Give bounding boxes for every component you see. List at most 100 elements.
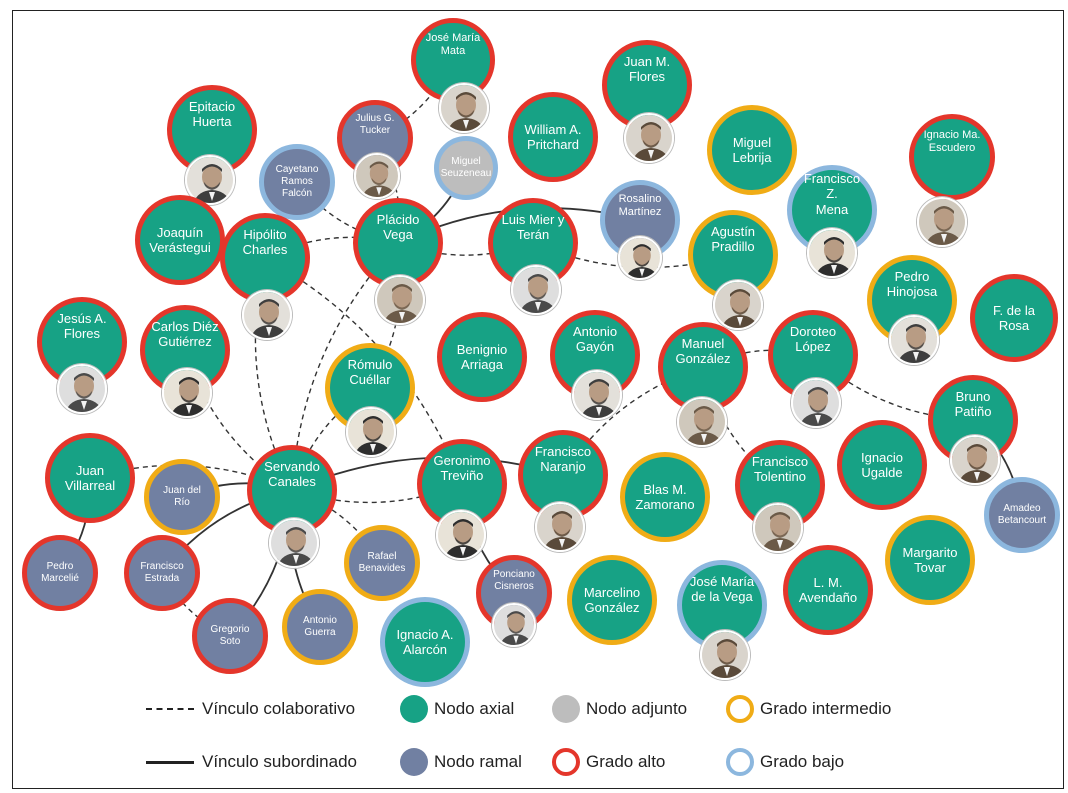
node-label: Francisco Naranjo <box>534 443 592 474</box>
node-label: Manuel González <box>675 335 731 366</box>
portrait-photo <box>242 290 292 340</box>
ring-icon <box>726 695 754 723</box>
legend-label: Vínculo colaborativo <box>202 699 356 718</box>
node-charles: Hipólito Charles <box>220 213 310 303</box>
portrait-photo <box>511 265 561 315</box>
legend-label: Grado bajo <box>760 752 845 771</box>
portrait-photo <box>269 518 319 568</box>
node-falcon: Cayetano Ramos Falcón <box>259 144 335 220</box>
node-label: José María de la Vega <box>689 573 755 604</box>
portrait-photo <box>439 83 489 133</box>
legend-label: Nodo ramal <box>434 752 522 771</box>
portrait-photo <box>572 370 622 420</box>
node-label: Juan M. Flores <box>623 53 671 84</box>
node-lebrija: Miguel Lebrija <box>707 105 797 195</box>
node-label: Cayetano Ramos Falcón <box>275 164 319 199</box>
circle-icon <box>400 695 428 723</box>
node-label: Ignacio Ugalde <box>861 449 903 480</box>
portrait-photo <box>354 153 400 199</box>
node-label: Jesús A. Flores <box>57 310 107 341</box>
node-label: L. M. Avendaño <box>798 574 858 605</box>
node-label: Plácido Vega <box>376 211 420 242</box>
dashed-line-icon <box>146 708 194 710</box>
node-label: Juan del Río <box>163 485 201 508</box>
node-escudero: Ignacio Ma. Escudero <box>909 114 995 200</box>
node-label: Joaquín Verástegui <box>149 224 211 255</box>
node-label: Rosalino Martínez <box>618 193 662 218</box>
node-tovar: Margarito Tovar <box>885 515 975 605</box>
node-label: Pedro Hinojosa <box>886 268 938 299</box>
edge-colaborativo <box>291 387 371 491</box>
portrait-photo <box>618 236 662 280</box>
node-label: Ignacio Ma. Escudero <box>923 129 981 154</box>
node-marcelie: Pedro Marcelié <box>22 535 98 611</box>
node-label: William A. Pritchard <box>524 121 582 152</box>
circle-icon <box>400 748 428 776</box>
node-verastegui: Joaquín Verástegui <box>135 195 225 285</box>
portrait-photo <box>700 630 750 680</box>
portrait-photo <box>889 315 939 365</box>
node-guerra: Antonio Guerra <box>282 589 358 665</box>
portrait-photo <box>950 435 1000 485</box>
portrait-photo <box>492 603 536 647</box>
legend-label: Grado alto <box>586 752 666 771</box>
node-betancourt: Amadeo Betancourt <box>984 477 1060 553</box>
node-villarreal: Juan Villarreal <box>45 433 135 523</box>
circle-icon <box>552 695 580 723</box>
node-label: Epitacio Huerta <box>188 98 236 129</box>
node-label: José María Mata <box>425 32 481 57</box>
portrait-photo <box>624 113 674 163</box>
node-avendano: L. M. Avendaño <box>783 545 873 635</box>
ring-icon <box>552 748 580 776</box>
node-label: Marcelino González <box>583 584 641 615</box>
portrait-photo <box>677 397 727 447</box>
node-arriaga: Benignio Arriaga <box>437 312 527 402</box>
node-naranjo: Francisco Naranjo <box>518 430 608 520</box>
legend-item-bajo: Grado bajo <box>726 748 844 776</box>
node-label: Carlos Diéz Gutiérrez <box>151 318 219 349</box>
node-label: Rómulo Cuéllar <box>347 356 393 387</box>
node-soto: Gregorio Soto <box>192 598 268 674</box>
node-label: Miguel Lebrija <box>732 134 772 165</box>
node-zamorano: Blas M. Zamorano <box>620 452 710 542</box>
portrait-photo <box>917 197 967 247</box>
node-jaflores: Jesús A. Flores <box>37 297 127 387</box>
legend-item-alto: Grado alto <box>552 748 665 776</box>
node-label: Benignio Arriaga <box>456 341 508 372</box>
node-label: Francisco Z. Mena <box>803 171 861 217</box>
portrait-photo <box>436 510 486 560</box>
portrait-photo <box>57 364 107 414</box>
node-seuzeneau: Miguel Seuzeneau <box>434 136 498 200</box>
node-label: Agustín Pradillo <box>710 223 756 254</box>
node-label: Margarito Tovar <box>902 544 958 575</box>
ring-icon <box>726 748 754 776</box>
node-label: Juan Villarreal <box>64 462 116 493</box>
legend-label: Nodo adjunto <box>586 699 688 718</box>
node-label: Antonio Gayón <box>572 323 618 354</box>
legend-item-subordinado: Vínculo subordinado <box>146 748 357 776</box>
portrait-photo <box>807 228 857 278</box>
node-label: Ignacio A. Alarcón <box>396 626 454 657</box>
portrait-photo <box>713 280 763 330</box>
node-vega: Plácido Vega <box>353 198 443 288</box>
legend-label: Grado intermedio <box>760 699 892 718</box>
node-ugalde: Ignacio Ugalde <box>837 420 927 510</box>
node-label: F. de la Rosa <box>993 302 1035 333</box>
portrait-photo <box>185 155 235 205</box>
legend-item-colaborativo: Vínculo colaborativo <box>146 695 355 723</box>
node-label: Amadeo Betancourt <box>997 503 1047 526</box>
node-rosa: F. de la Rosa <box>970 274 1058 362</box>
node-label: Miguel Seuzeneau <box>440 156 492 179</box>
portrait-photo <box>375 275 425 325</box>
node-label: Doroteo López <box>789 323 837 354</box>
portrait-photo <box>162 368 212 418</box>
portrait-photo <box>753 503 803 553</box>
legend-label: Vínculo subordinado <box>202 752 358 771</box>
solid-line-icon <box>146 760 194 764</box>
node-trevino: Geronimo Treviño <box>417 439 507 529</box>
node-benavides: Rafael Benavides <box>344 525 420 601</box>
node-label: Luis Mier y Terán <box>501 211 565 242</box>
node-label: Julius G. Tucker <box>355 113 395 136</box>
node-label: Ponciano Cisneros <box>493 569 535 592</box>
legend-item-ramal: Nodo ramal <box>400 748 522 776</box>
